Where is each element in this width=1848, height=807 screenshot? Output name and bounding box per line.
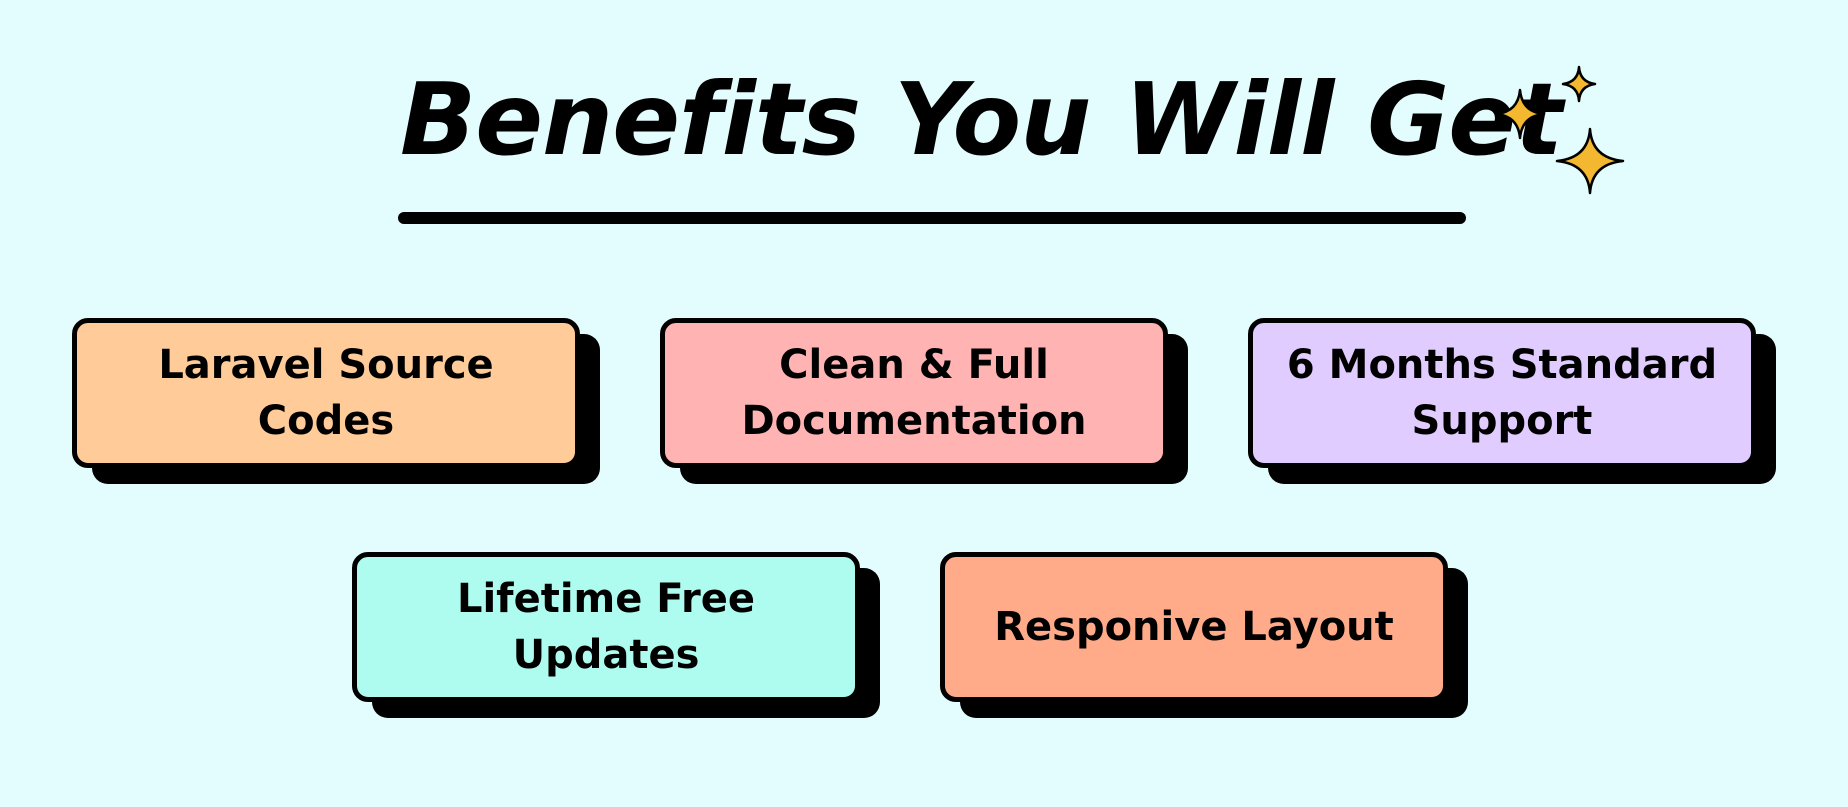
card-face: Clean & Full Documentation: [660, 318, 1168, 468]
benefit-card-documentation: Clean & Full Documentation: [660, 318, 1188, 484]
card-label: Laravel Source: [158, 342, 494, 388]
card-face: 6 Months Standard Support: [1248, 318, 1756, 468]
page-title: Benefits You Will Get: [400, 61, 1563, 178]
card-label: Updates: [512, 632, 700, 678]
benefit-card-responsive-layout: Responive Layout: [940, 552, 1468, 718]
card-label: Lifetime Free: [456, 576, 756, 622]
card-face: Laravel Source Codes: [72, 318, 580, 468]
card-label: Responive Layout: [994, 604, 1394, 650]
benefit-card-source-codes: Laravel Source Codes: [72, 318, 600, 484]
sparkle-icon: [1494, 88, 1546, 140]
title-underline: [398, 212, 1466, 224]
sparkle-icon: [1555, 127, 1625, 195]
benefit-card-updates: Lifetime Free Updates: [352, 552, 880, 718]
card-text: Lifetime Free Updates: [457, 571, 755, 683]
card-face: Lifetime Free Updates: [352, 552, 860, 702]
card-text: Laravel Source Codes: [158, 337, 493, 449]
card-label: 6 Months Standard: [1286, 342, 1718, 388]
card-face: Responive Layout: [940, 552, 1448, 702]
card-text: Clean & Full Documentation: [741, 337, 1086, 449]
card-label: Clean & Full: [779, 342, 1049, 388]
card-label: Documentation: [741, 398, 1087, 444]
card-label: Codes: [257, 398, 395, 444]
card-text: 6 Months Standard Support: [1287, 337, 1717, 449]
sparkle-icon: [1561, 65, 1597, 103]
card-label: Support: [1411, 398, 1593, 444]
card-text: Responive Layout: [994, 599, 1394, 655]
benefit-card-support: 6 Months Standard Support: [1248, 318, 1776, 484]
sparkles: [1494, 65, 1625, 195]
